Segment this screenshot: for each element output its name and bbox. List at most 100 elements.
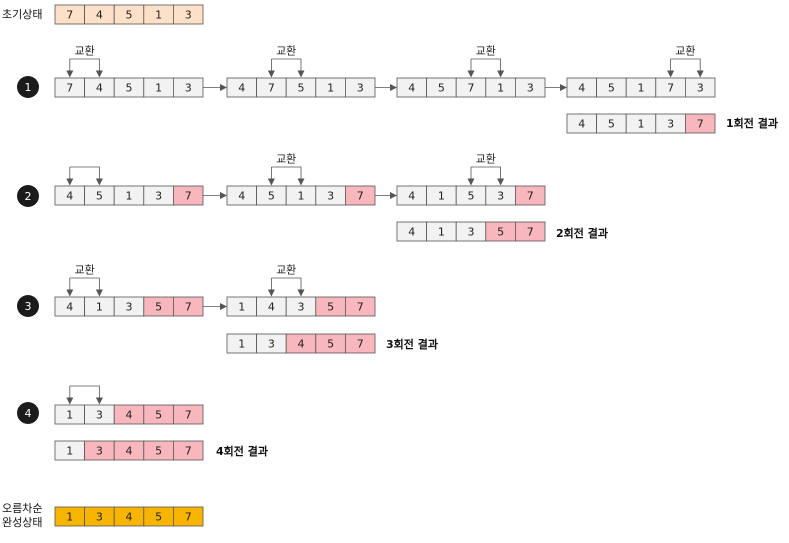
pass-1-result-cell-4	[685, 113, 716, 134]
pass-3-step-2-value-0: 1	[238, 301, 245, 314]
pass-1-result-value-0: 4	[578, 118, 585, 131]
pass-1-step-3-value-3: 1	[497, 82, 504, 95]
pass-4-result-value-1: 3	[96, 445, 103, 458]
pass-1-step-4-value-1: 5	[608, 82, 615, 95]
pass-2-result-label: 2회전 결과	[556, 227, 608, 240]
pass-3-badge	[17, 295, 39, 317]
pass-3-step-2-swap-arrow	[271, 277, 305, 297]
pass-3-step-1-value-2: 3	[126, 301, 133, 314]
pass-2-step-2-swap-label: 교환	[276, 153, 296, 166]
pass-1-step-1-swap-arrow	[69, 58, 103, 78]
pass-4-result-value-3: 5	[155, 445, 162, 458]
pass-1-badge	[17, 76, 39, 98]
initial-state-value-0: 7	[66, 9, 73, 22]
pass-2-result-value-1: 1	[438, 226, 445, 239]
pass-3-result-cell-4	[344, 333, 376, 354]
pass-2-badge-number: 2	[25, 190, 32, 203]
pass-1-step-2-swap-arrow	[271, 58, 305, 78]
pass-2-step-3-cell-4	[515, 185, 546, 206]
pass-2-step-3-value-4: 7	[527, 190, 534, 203]
pass-1-step-2-value-1: 7	[268, 82, 275, 95]
pass-2-step-1-value-4: 7	[185, 190, 192, 203]
pass-3-step-2-value-2: 3	[298, 301, 305, 314]
pass-1-step-3-value-2: 7	[468, 82, 475, 95]
pass-3-step-1-value-0: 4	[66, 301, 73, 314]
pass-4-result-cell-4	[172, 440, 204, 461]
pass-4-result-value-4: 7	[185, 445, 192, 458]
pass-1-result-value-2: 1	[638, 118, 645, 131]
pass-2-step-1-value-3: 3	[155, 190, 162, 203]
pass-4-step-1-value-1: 3	[96, 409, 103, 422]
pass-1-step-4-value-3: 7	[667, 82, 674, 95]
pass-2-step-2-value-3: 3	[327, 190, 334, 203]
pass-1-step-2-value-2: 5	[298, 82, 305, 95]
pass-2-result-value-0: 4	[408, 226, 415, 239]
final-state-value-4: 7	[185, 511, 192, 524]
pass-1-result-value-3: 3	[667, 118, 674, 131]
pass-2-result-value-4: 7	[527, 226, 534, 239]
initial-state-value-4: 3	[185, 9, 192, 22]
pass-1-step-4-value-4: 3	[697, 82, 704, 95]
pass-1-step-4-value-0: 4	[578, 82, 585, 95]
pass-1-step-1-value-2: 5	[126, 82, 133, 95]
pass-1-step-1-value-3: 1	[155, 82, 162, 95]
pass-1-result-value-4: 7	[697, 118, 704, 131]
pass-1-step-1-value-0: 7	[66, 82, 73, 95]
pass-3-badge-number: 3	[25, 300, 32, 313]
pass-2-step-2-value-0: 4	[238, 190, 245, 203]
pass-3-step-1-value-1: 1	[96, 301, 103, 314]
pass-4-result-value-0: 1	[66, 445, 73, 458]
pass-3-step-2-value-4: 7	[357, 301, 364, 314]
pass-2-step-2-value-2: 1	[298, 190, 305, 203]
pass-2-result-value-3: 5	[497, 226, 504, 239]
final-state-value-2: 4	[126, 511, 133, 524]
final-state-value-0: 1	[66, 511, 73, 524]
pass-4-badge	[17, 402, 39, 424]
pass-1-step-1-swap-label: 교환	[74, 45, 94, 58]
pass-2-badge	[17, 185, 39, 207]
pass-2-step-2-swap-arrow	[271, 166, 305, 186]
final-state-value-3: 5	[155, 511, 162, 524]
pass-2-step-2-value-1: 5	[268, 190, 275, 203]
pass-1-result-value-1: 5	[608, 118, 615, 131]
pass-1-step-3-value-1: 5	[438, 82, 445, 95]
pass-1-step-3-value-4: 3	[527, 82, 534, 95]
pass-4-step-1-value-2: 4	[126, 409, 133, 422]
pass-4-step-1-value-0: 1	[66, 409, 73, 422]
pass-1-step-3-value-0: 4	[408, 82, 415, 95]
pass-4-step-1-value-3: 5	[155, 409, 162, 422]
pass-1-step-4-swap-arrow	[670, 58, 704, 78]
initial-state-label: 초기상태	[2, 8, 43, 21]
pass-1-step-3-swap-label: 교환	[476, 45, 496, 58]
pass-3-result-value-3: 5	[327, 338, 334, 351]
pass-1-result-label: 1회전 결과	[726, 117, 778, 130]
pass-1-badge-number: 1	[25, 81, 32, 94]
pass-2-result-value-2: 3	[468, 226, 475, 239]
pass-2-step-2-value-4: 7	[357, 190, 364, 203]
final-state-cell-4	[172, 506, 204, 527]
pass-2-result-cell-4	[515, 221, 546, 242]
pass-3-step-2-cell-4	[344, 296, 376, 317]
pass-1-step-1-value-1: 4	[96, 82, 103, 95]
pass-3-step-1-swap-arrow	[69, 277, 103, 297]
pass-2-step-1-value-1: 5	[96, 190, 103, 203]
pass-1-step-3-swap-arrow	[471, 58, 505, 78]
final-state-value-1: 3	[96, 511, 103, 524]
pass-3-result-label: 3회전 결과	[386, 338, 438, 351]
pass-3-step-2-value-3: 5	[327, 301, 334, 314]
final-state-label-line2: 완성상태	[2, 516, 43, 529]
pass-1-step-4-value-2: 1	[638, 82, 645, 95]
pass-1-step-4-cell-4	[685, 77, 716, 98]
pass-3-result-value-4: 7	[357, 338, 364, 351]
pass-1-step-2-swap-label: 교환	[276, 45, 296, 58]
pass-1-step-4-swap-label: 교환	[675, 45, 695, 58]
pass-3-result-value-2: 4	[298, 338, 305, 351]
pass-2-step-3-swap-arrow	[471, 166, 505, 186]
pass-1-step-2-value-3: 1	[327, 82, 334, 95]
pass-2-step-3-value-3: 3	[497, 190, 504, 203]
final-state-label-line1: 오름차순	[2, 502, 43, 515]
pass-3-step-1-value-3: 5	[155, 301, 162, 314]
pass-2-step-1-swap-arrow	[69, 166, 103, 186]
pass-1-step-2-value-0: 4	[238, 82, 245, 95]
